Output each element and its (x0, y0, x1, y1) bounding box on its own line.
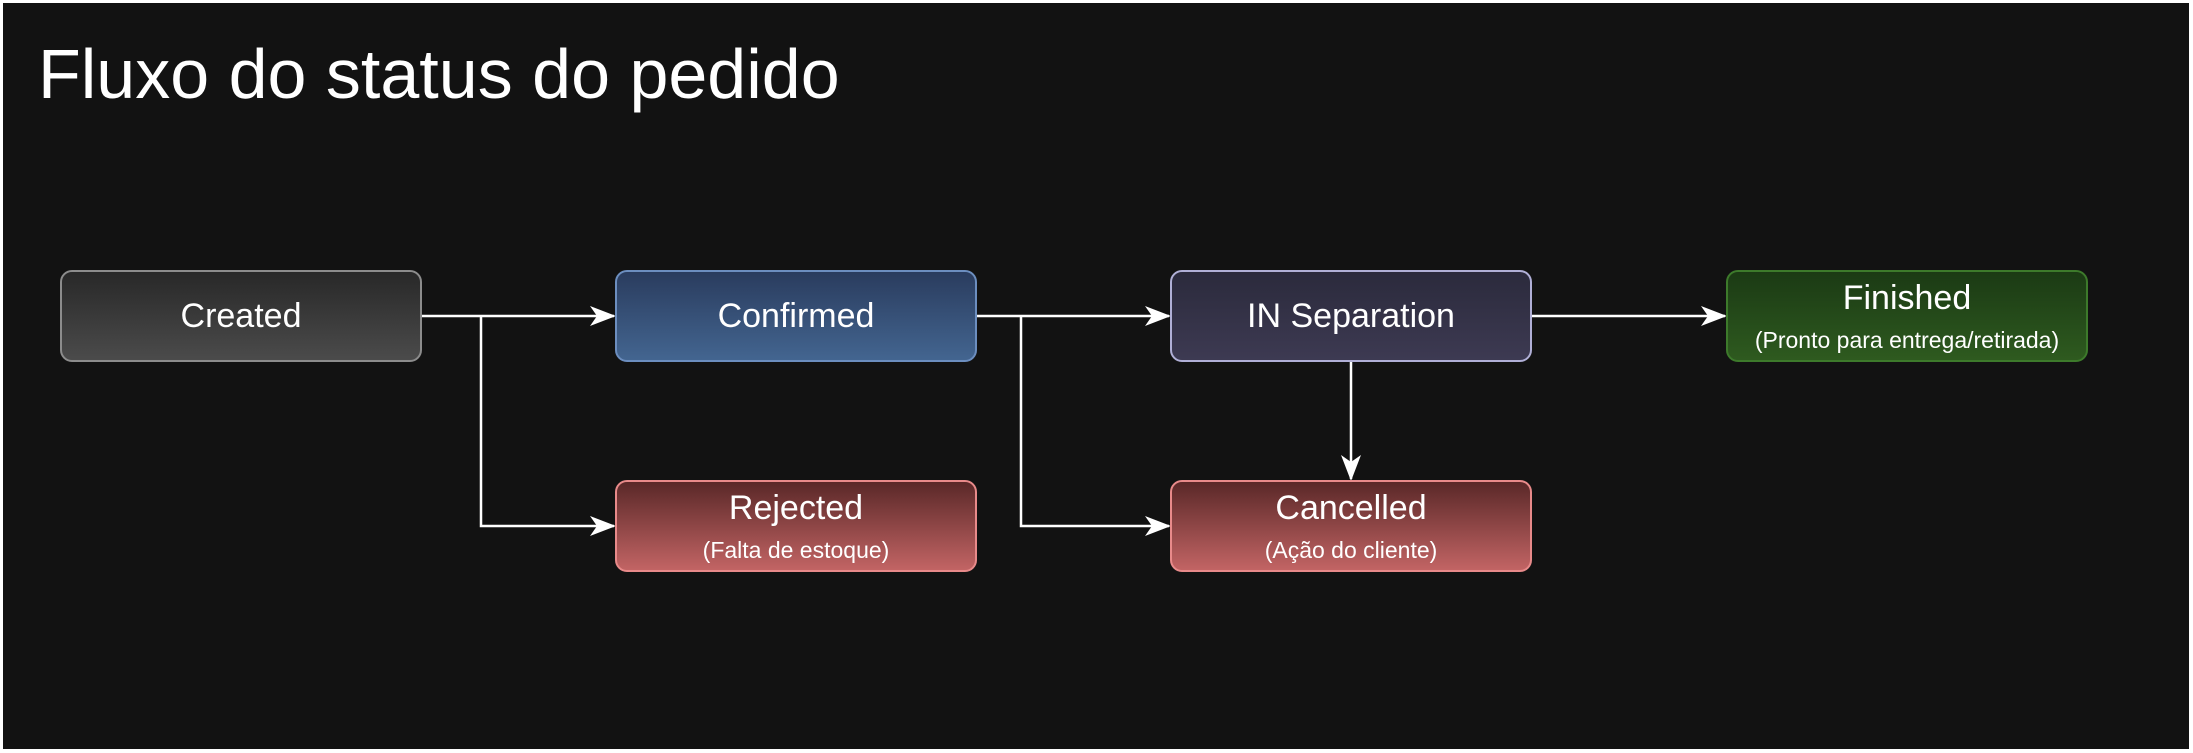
diagram-title: Fluxo do status do pedido (38, 35, 840, 113)
edge-created-rejected (479, 316, 616, 536)
edge-confirmed-cancelled (1019, 316, 1171, 536)
node-cancelled: Cancelled (Ação do cliente) (1170, 480, 1532, 572)
node-created-label: Created (180, 297, 302, 335)
node-rejected: Rejected (Falta de estoque) (615, 480, 977, 572)
node-finished: Finished (Pronto para entrega/retirada) (1726, 270, 2088, 362)
node-confirmed: Confirmed (615, 270, 977, 362)
node-created: Created (60, 270, 422, 362)
node-rejected-note: (Falta de estoque) (702, 536, 890, 563)
node-in-separation: IN Separation (1170, 270, 1532, 362)
node-finished-note: (Pronto para entrega/retirada) (1754, 326, 2060, 353)
node-rejected-label: Rejected (728, 488, 864, 527)
node-cancelled-label: Cancelled (1275, 488, 1427, 527)
node-confirmed-label: Confirmed (717, 297, 875, 335)
node-cancelled-note: (Ação do cliente) (1264, 536, 1438, 563)
node-in-separation-label: IN Separation (1247, 297, 1455, 335)
node-finished-label: Finished (1842, 278, 1972, 317)
diagram-canvas (3, 3, 2189, 749)
